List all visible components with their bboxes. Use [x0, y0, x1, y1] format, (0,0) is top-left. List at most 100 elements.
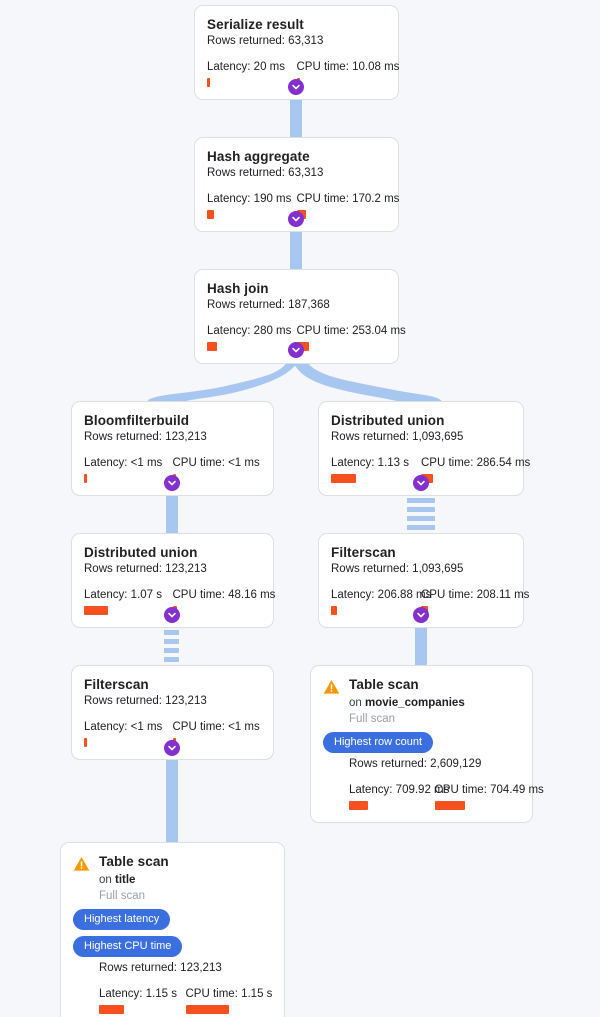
- plan-node-table-scan-movie-companies[interactable]: Table scan on movie_companies Full scan …: [310, 665, 544, 823]
- chevron-down-icon[interactable]: [164, 475, 180, 491]
- latency-bar: [331, 606, 337, 615]
- node-title: Bloomfilterbuild: [84, 413, 190, 428]
- node-metrics: Latency: 1.13 s CPU time: 286.54 ms: [331, 456, 530, 483]
- latency-bar: [84, 606, 108, 615]
- node-metrics: Latency: 280 ms CPU time: 253.04 ms: [207, 324, 406, 351]
- node-header: Filterscan: [331, 544, 511, 561]
- latency-metric: Latency: 1.07 s: [84, 588, 173, 615]
- rows-returned: Rows returned: 123,213: [84, 695, 207, 707]
- latency-bar: [207, 342, 217, 351]
- chevron-down-icon[interactable]: [164, 740, 180, 756]
- cpu-time-bar: [185, 1005, 229, 1014]
- scan-type: Full scan: [99, 890, 146, 902]
- table-name: title: [115, 874, 136, 886]
- node-metrics: Latency: <1 ms CPU time: <1 ms: [84, 720, 261, 747]
- rows-returned: Rows returned: 1,093,695: [331, 431, 464, 443]
- latency-metric: Latency: 709.92 ms: [349, 783, 449, 810]
- cpu-time-metric: CPU time: 253.04 ms: [296, 324, 406, 351]
- plan-node-serialize-result[interactable]: Serialize result Rows returned: 63,313 L…: [194, 5, 399, 100]
- node-metrics: Latency: 20 ms CPU time: 10.08 ms: [207, 60, 400, 87]
- cpu-time-label: CPU time: 10.08 ms: [296, 61, 400, 73]
- node-title: Hash aggregate: [207, 149, 310, 164]
- cpu-time-label: CPU time: 1.15 s: [185, 988, 273, 1000]
- latency-metric: Latency: 20 ms: [207, 60, 297, 87]
- on-prefix: on: [99, 874, 112, 886]
- cpu-time-metric: CPU time: 286.54 ms: [421, 456, 530, 483]
- status-badge[interactable]: Highest latency: [73, 909, 171, 930]
- latency-metric: Latency: 1.15 s: [99, 987, 186, 1014]
- chevron-down-icon[interactable]: [413, 475, 429, 491]
- cpu-time-metric: CPU time: 48.16 ms: [172, 588, 276, 615]
- latency-label: Latency: 1.13 s: [331, 457, 409, 469]
- chevron-down-icon[interactable]: [288, 211, 304, 227]
- node-header: Bloomfilterbuild: [84, 412, 261, 429]
- cpu-time-metric: CPU time: 704.49 ms: [434, 783, 544, 810]
- node-header: Hash aggregate: [207, 148, 386, 165]
- latency-bar: [349, 801, 368, 810]
- node-metrics: Latency: 1.15 s CPU time: 1.15 s: [99, 987, 272, 1014]
- cpu-time-label: CPU time: 253.04 ms: [296, 325, 406, 337]
- rows-returned: Rows returned: 1,093,695: [331, 563, 464, 575]
- cpu-time-metric: CPU time: <1 ms: [172, 720, 262, 747]
- table-name: movie_companies: [365, 697, 465, 709]
- cpu-time-label: CPU time: <1 ms: [172, 721, 260, 733]
- latency-metric: Latency: 206.88 ms: [331, 588, 432, 615]
- node-header: Serialize result: [207, 16, 386, 33]
- plan-node-table-scan-title[interactable]: Table scan on title Full scan Highest la…: [60, 842, 285, 1017]
- node-title: Hash join: [207, 281, 269, 296]
- cpu-time-label: CPU time: <1 ms: [172, 457, 260, 469]
- latency-bar: [84, 474, 87, 483]
- rows-returned: Rows returned: 187,368: [207, 299, 330, 311]
- latency-label: Latency: 190 ms: [207, 193, 292, 205]
- node-header: Distributed union: [84, 544, 261, 561]
- cpu-time-metric: CPU time: 10.08 ms: [296, 60, 400, 87]
- cpu-time-metric: CPU time: 208.11 ms: [421, 588, 530, 615]
- latency-label: Latency: 206.88 ms: [331, 589, 432, 601]
- chevron-down-icon[interactable]: [413, 607, 429, 623]
- chevron-down-icon[interactable]: [164, 607, 180, 623]
- node-metrics: Latency: 1.07 s CPU time: 48.16 ms: [84, 588, 276, 615]
- node-header: Table scan: [73, 853, 272, 872]
- status-badge[interactable]: Highest CPU time: [73, 936, 183, 957]
- scan-type: Full scan: [349, 713, 396, 725]
- cpu-time-label: CPU time: 48.16 ms: [172, 589, 276, 601]
- edge-filterscan-left-to-table-scan-title: [166, 745, 178, 848]
- latency-label: Latency: <1 ms: [84, 457, 163, 469]
- node-table-reference: on movie_companies: [349, 696, 520, 711]
- node-header: Table scan: [323, 676, 520, 695]
- latency-bar: [207, 78, 210, 87]
- cpu-time-label: CPU time: 208.11 ms: [421, 589, 530, 601]
- rows-returned: Rows returned: 63,313: [207, 35, 324, 47]
- node-metrics: Latency: <1 ms CPU time: <1 ms: [84, 456, 261, 483]
- latency-metric: Latency: <1 ms: [84, 720, 173, 747]
- rows-returned: Rows returned: 123,213: [99, 962, 222, 974]
- on-prefix: on: [349, 697, 362, 709]
- cpu-time-metric: CPU time: <1 ms: [172, 456, 262, 483]
- latency-label: Latency: 1.07 s: [84, 589, 162, 601]
- plan-node-bloomfilterbuild[interactable]: Bloomfilterbuild Rows returned: 123,213 …: [71, 401, 274, 496]
- cpu-time-label: CPU time: 170.2 ms: [296, 193, 400, 205]
- status-badge[interactable]: Highest row count: [323, 732, 434, 753]
- cpu-time-bar: [434, 801, 465, 810]
- rows-returned: Rows returned: 123,213: [84, 431, 207, 443]
- warning-icon: [323, 679, 340, 695]
- node-title: Filterscan: [84, 677, 149, 692]
- node-title: Table scan: [99, 854, 169, 869]
- latency-metric: Latency: 1.13 s: [331, 456, 421, 483]
- node-metrics: Latency: 709.92 ms CPU time: 704.49 ms: [349, 783, 544, 810]
- latency-label: Latency: 20 ms: [207, 61, 285, 73]
- node-header: Filterscan: [84, 676, 261, 693]
- latency-bar: [331, 474, 356, 483]
- chevron-down-icon[interactable]: [288, 79, 304, 95]
- latency-metric: Latency: 190 ms: [207, 192, 297, 219]
- latency-metric: Latency: <1 ms: [84, 456, 173, 483]
- node-title: Serialize result: [207, 17, 304, 32]
- node-badges: Highest latency Highest CPU time: [73, 909, 272, 957]
- cpu-time-metric: CPU time: 170.2 ms: [296, 192, 400, 219]
- chevron-down-icon[interactable]: [288, 342, 304, 358]
- warning-icon: [73, 856, 90, 872]
- latency-label: Latency: 1.15 s: [99, 988, 177, 1000]
- latency-bar: [99, 1005, 124, 1014]
- node-title: Distributed union: [84, 545, 198, 560]
